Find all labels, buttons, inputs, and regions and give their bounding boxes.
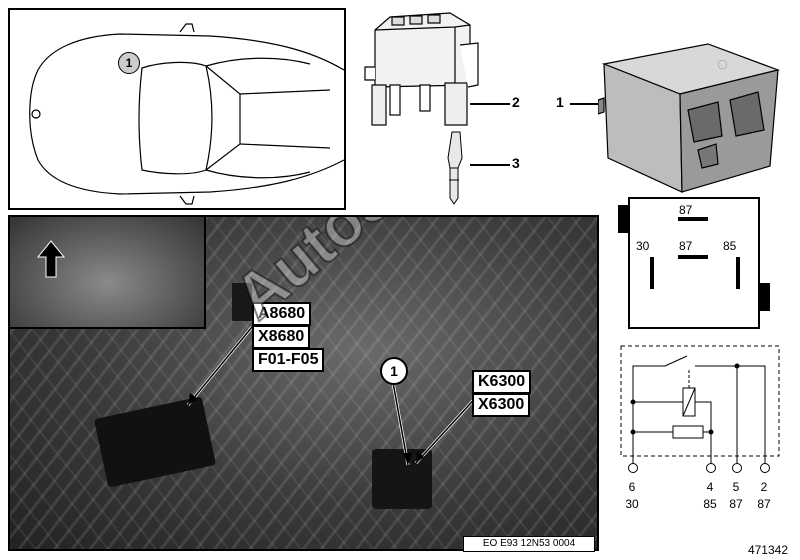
schematic-pin-circle-6 [628, 463, 638, 473]
label-K6300: K6300 [472, 370, 532, 394]
schematic-dashed-border [620, 345, 780, 457]
label-X6300: X6300 [472, 393, 531, 417]
photo-leader-lines [186, 326, 482, 466]
relay-socket-drawing [364, 12, 479, 126]
relay-component [372, 449, 432, 509]
relay-face-latch-left [618, 205, 630, 233]
photo-code: EO E93 12N53 0004 [463, 536, 595, 552]
schematic-pin-circle-5 [732, 463, 742, 473]
face-pin-85-label: 85 [723, 239, 737, 253]
schematic-pin-circle-2 [760, 463, 770, 473]
schematic-pin-number-6: 6 [628, 480, 636, 494]
face-pin-87-top-label: 87 [679, 203, 693, 217]
location-callout-circle: 1 [118, 52, 140, 74]
schematic-terminal-85: 85 [703, 497, 717, 511]
connector-component [232, 283, 252, 321]
relay-drawing: ◯ [598, 43, 781, 193]
part2-leader [470, 103, 510, 105]
label-F01-F05: F01-F05 [252, 348, 325, 372]
part1-leader [570, 103, 604, 105]
schematic-terminal-30: 30 [625, 497, 639, 511]
part3-leader [470, 164, 510, 166]
label-X8680: X8680 [252, 325, 311, 349]
location-callout-number: 1 [125, 56, 133, 70]
part2-label: 2 [512, 94, 520, 110]
schematic-terminal-87a: 87 [729, 497, 743, 511]
schematic-terminal-87b: 87 [757, 497, 771, 511]
photo-callout-circle: 1 [380, 357, 408, 385]
car-outline-drawing [29, 23, 344, 205]
relay-schematic [620, 345, 780, 466]
inset-arrow-icon [36, 240, 66, 278]
installation-photo: 1 A8680 X8680 F01-F05 K6300 X6300 AutoSo… [8, 215, 599, 551]
schematic-pin-circle-4 [706, 463, 716, 473]
part1-label: 1 [556, 94, 564, 110]
schematic-pin-number-5: 5 [732, 480, 740, 494]
part3-label: 3 [512, 155, 520, 171]
face-pin-87-top [678, 217, 708, 221]
schematic-pin-number-2: 2 [760, 480, 768, 494]
terminal-pin-drawing [447, 131, 463, 205]
inset-photo [10, 217, 206, 329]
relay-face-latch-right [758, 283, 770, 311]
relay-logo-mark: ◯ [716, 58, 728, 71]
face-pin-87-center [678, 255, 708, 259]
face-pin-87-center-label: 87 [679, 239, 693, 253]
face-pin-30 [650, 257, 654, 289]
face-pin-85 [736, 257, 740, 289]
car-location-view: 1 [8, 8, 346, 210]
schematic-pin-number-4: 4 [706, 480, 714, 494]
relay-terminal-face: 87 30 87 85 [612, 197, 776, 331]
photo-callout-number: 1 [390, 363, 398, 379]
diagram-number: 471342 [747, 543, 788, 557]
face-pin-30-label: 30 [636, 239, 650, 253]
